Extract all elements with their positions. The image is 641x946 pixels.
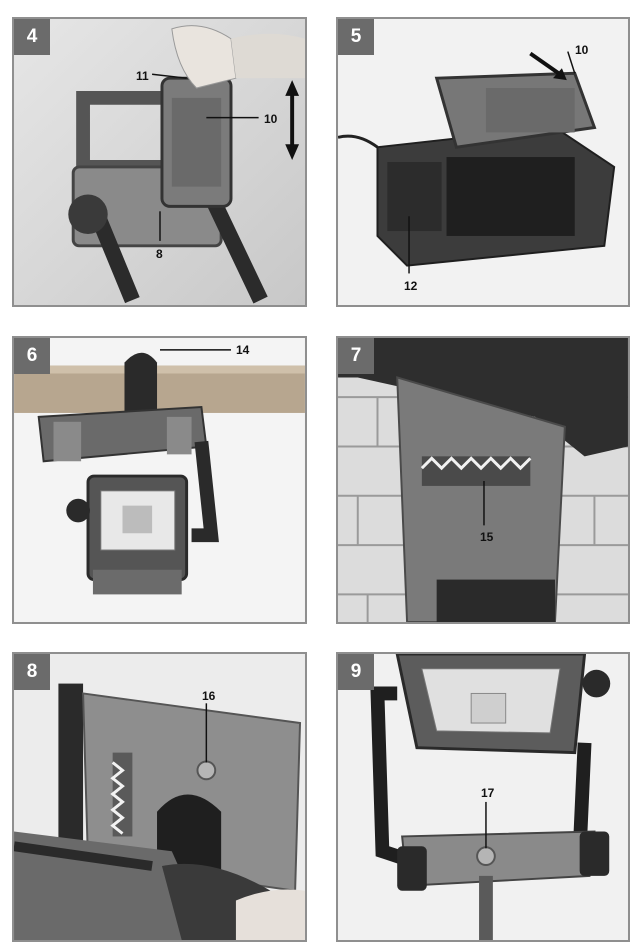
figure-8: 8 16 [12,652,307,942]
figure-number: 6 [14,338,50,374]
figure-number: 4 [14,19,50,55]
figure-number: 9 [338,654,374,690]
callout-label: 16 [202,689,216,703]
figure-6: 6 14 [12,336,307,624]
arrow-icon [529,51,567,81]
figure-9: 9 17 [336,652,630,942]
callout-label: 10 [575,43,589,57]
figure-4-photo [14,19,305,305]
figure-9-photo [338,654,628,940]
figure-number: 7 [338,338,374,374]
figure-5: 5 10 12 [336,17,630,307]
figure-number: 5 [338,19,374,55]
figure-number: 8 [14,654,50,690]
up-down-arrow-icon [285,80,300,161]
figure-8-photo [14,654,305,940]
callout-label: 8 [156,247,163,261]
figure-7-photo [338,338,628,622]
figure-5-photo [338,19,628,305]
callout-label: 15 [480,530,494,544]
callout-label: 17 [481,786,495,800]
callout-label: 10 [264,112,278,126]
figure-4: 4 11 10 8 [12,17,307,307]
callout-label: 14 [236,343,250,357]
callout-label: 11 [136,69,149,83]
callout-label: 12 [404,279,418,293]
figure-6-photo [14,338,305,622]
figure-7: 7 15 [336,336,630,624]
